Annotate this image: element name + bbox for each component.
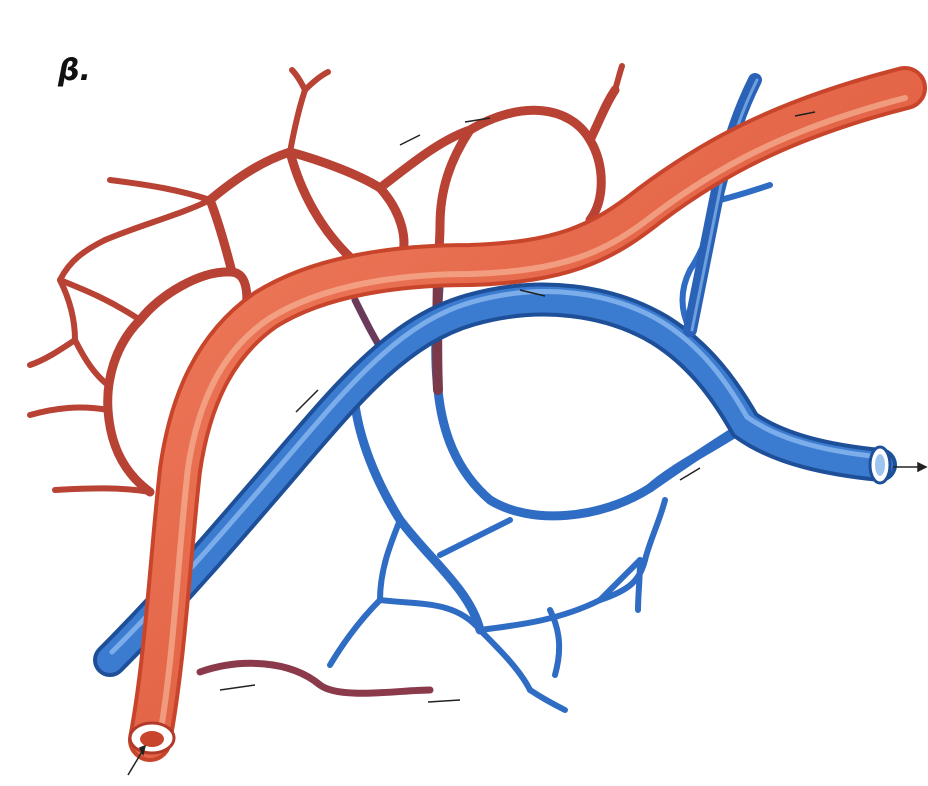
main-artery (130, 88, 905, 753)
